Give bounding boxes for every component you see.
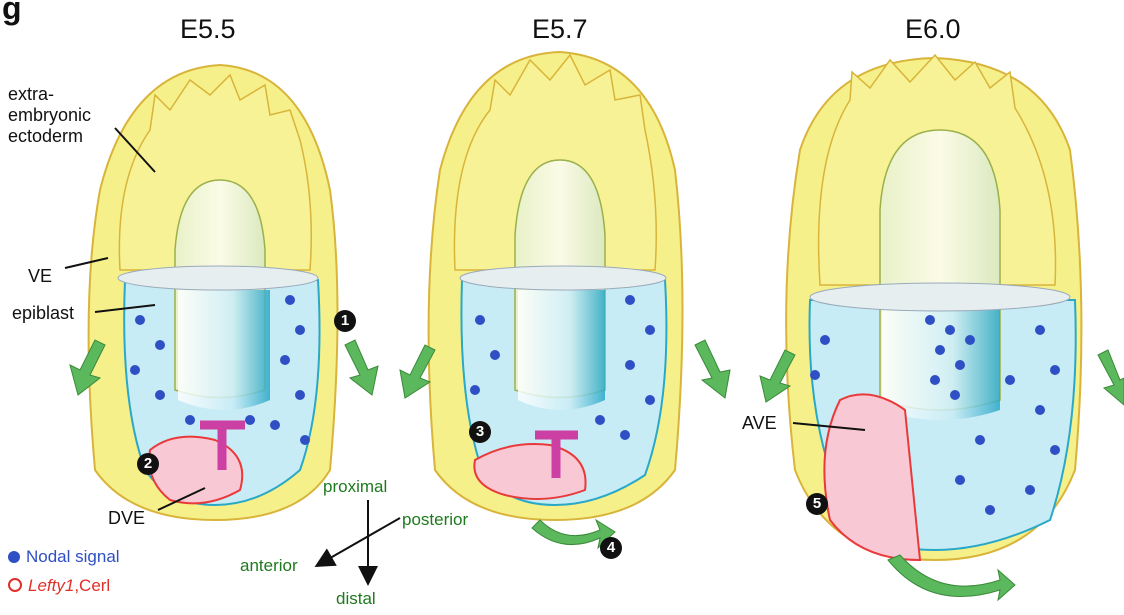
legend-lefty: Lefty1,Cerl [8, 575, 110, 596]
stage-title-e6-0: E6.0 [905, 14, 961, 45]
axis-posterior: posterior [402, 509, 468, 530]
label-ve: VE [28, 266, 52, 287]
legend-nodal-dot-icon [8, 551, 20, 563]
step-badge-4: 4 [600, 537, 622, 559]
axis-anterior: anterior [240, 555, 298, 576]
panel-letter: g [2, 0, 22, 27]
axis-distal: distal [336, 588, 376, 609]
body-axis [318, 500, 400, 582]
label-epiblast: epiblast [12, 303, 74, 324]
label-extraembryonic-ectoderm: extra- embryonic ectoderm [8, 84, 91, 147]
stage-title-e5-7: E5.7 [532, 14, 588, 45]
embryo-e5-5-epiblast-cut [178, 290, 270, 410]
ave-region [824, 394, 920, 560]
step-badge-5: 5 [806, 493, 828, 515]
label-dve: DVE [108, 508, 145, 529]
axis-proximal: proximal [323, 476, 387, 497]
step-badge-1: 1 [334, 310, 356, 332]
step-badge-3: 3 [469, 421, 491, 443]
legend-nodal: Nodal signal [8, 546, 120, 567]
label-ave: AVE [742, 413, 777, 434]
legend-lefty-ring-icon [8, 578, 22, 592]
step-badge-2: 2 [137, 453, 159, 475]
stage-title-e5-5: E5.5 [180, 14, 236, 45]
embryo-e6-0 [786, 55, 1081, 560]
